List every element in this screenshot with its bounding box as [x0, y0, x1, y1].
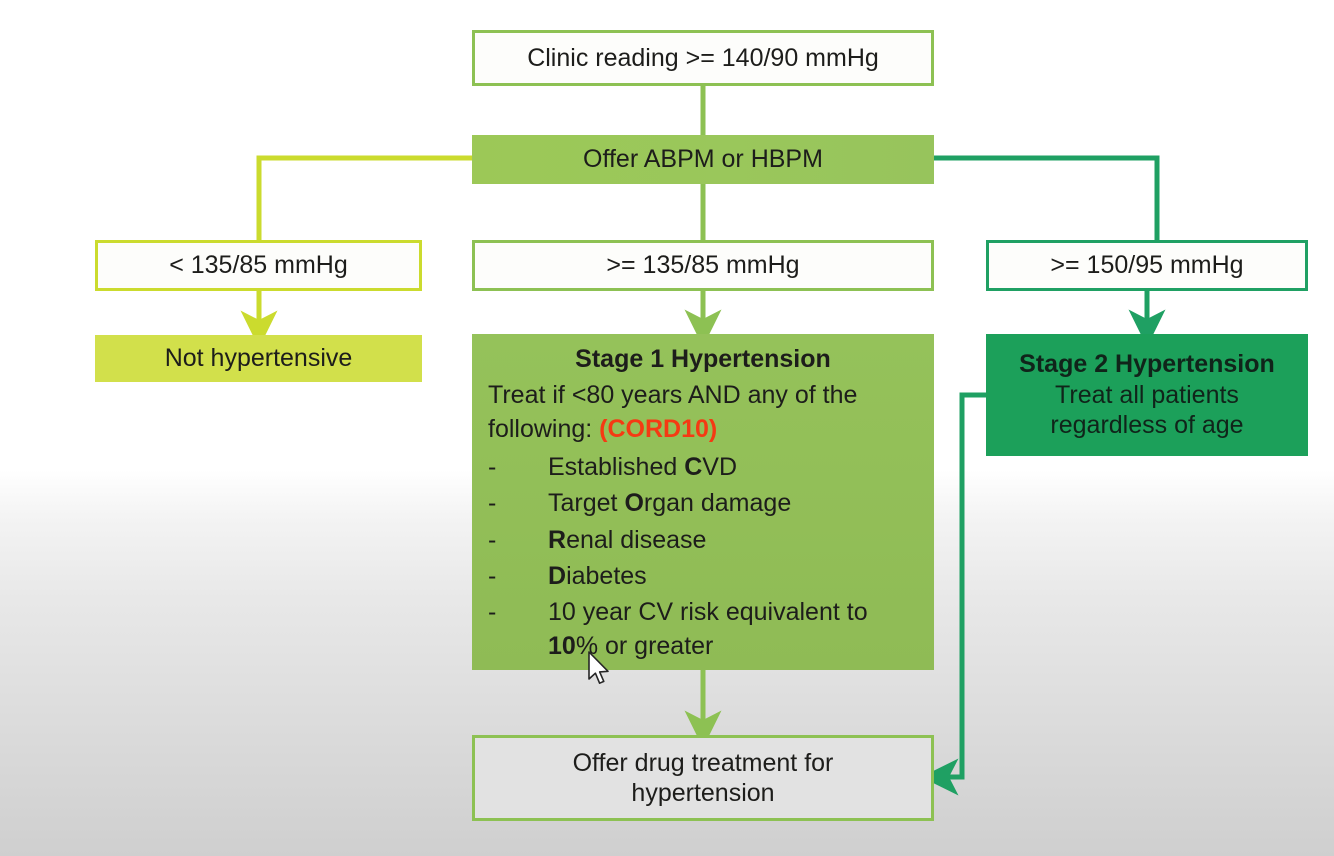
list-item: - 10 year CV risk equivalent to 10% or g… [488, 595, 918, 664]
node-offer-abpm-hbpm[interactable]: Offer ABPM or HBPM [472, 135, 934, 184]
condition-mid-label: >= 135/85 mmHg [606, 251, 800, 280]
stage1-acronym: (CORD10) [599, 414, 718, 443]
node-clinic-reading[interactable]: Clinic reading >= 140/90 mmHg [472, 30, 934, 86]
offer-drug-line-1: Offer drug treatment for [572, 748, 834, 777]
node-not-hypertensive[interactable]: Not hypertensive [95, 335, 422, 382]
clinic-reading-label: Clinic reading >= 140/90 mmHg [527, 43, 879, 72]
node-condition-below-135-85[interactable]: < 135/85 mmHg [95, 240, 422, 291]
stage1-lead: Treat if <80 years AND any of the follow… [472, 378, 934, 447]
stage1-criteria-list: - Established CVD - Target Organ damage … [472, 450, 934, 666]
node-condition-at-or-above-150-95[interactable]: >= 150/95 mmHg [986, 240, 1308, 291]
bullet-marker: - [488, 525, 497, 554]
node-condition-at-or-above-135-85[interactable]: >= 135/85 mmHg [472, 240, 934, 291]
stage2-line-3: regardless of age [1050, 411, 1244, 440]
criterion-organ-damage: Target Organ damage [548, 489, 792, 518]
wire-offer-to-low [256, 155, 472, 240]
bullet-marker: - [488, 489, 497, 518]
bullet-marker: - [488, 453, 497, 481]
wire-stage2-to-final [920, 392, 986, 796]
stage2-line-2: Treat all patients [1055, 380, 1239, 409]
stage1-lead-text: Treat if <80 years AND any of the follow… [488, 380, 858, 443]
list-item: - Diabetes [488, 559, 918, 593]
node-offer-drug-treatment[interactable]: Offer drug treatment for hypertension [472, 735, 934, 821]
stage1-title: Stage 1 Hypertension [575, 345, 831, 373]
offer-drug-line-2: hypertension [631, 779, 775, 807]
condition-high-label: >= 150/95 mmHg [1050, 251, 1244, 280]
stage2-title: Stage 2 Hypertension [1019, 350, 1275, 379]
bullet-marker: - [488, 561, 497, 590]
list-item: - Target Organ damage [488, 486, 918, 520]
node-stage-1-hypertension[interactable]: Stage 1 Hypertension Treat if <80 years … [472, 334, 934, 670]
not-hypertensive-label: Not hypertensive [164, 344, 353, 373]
criterion-diabetes: Diabetes [548, 561, 647, 590]
offer-abpm-label: Offer ABPM or HBPM [583, 145, 823, 174]
bullet-marker: - [488, 598, 497, 626]
node-stage-2-hypertension[interactable]: Stage 2 Hypertension Treat all patients … [986, 334, 1308, 456]
criterion-renal-disease: Renal disease [548, 525, 707, 554]
criterion-cv-risk: 10 year CV risk equivalent to 10% or gre… [548, 598, 868, 661]
list-item: - Established CVD [488, 450, 918, 484]
criterion-cvd: Established CVD [548, 453, 737, 481]
condition-low-label: < 135/85 mmHg [169, 251, 348, 280]
list-item: - Renal disease [488, 523, 918, 557]
wire-offer-to-high [934, 155, 1160, 240]
mouse-pointer-icon [588, 651, 609, 684]
